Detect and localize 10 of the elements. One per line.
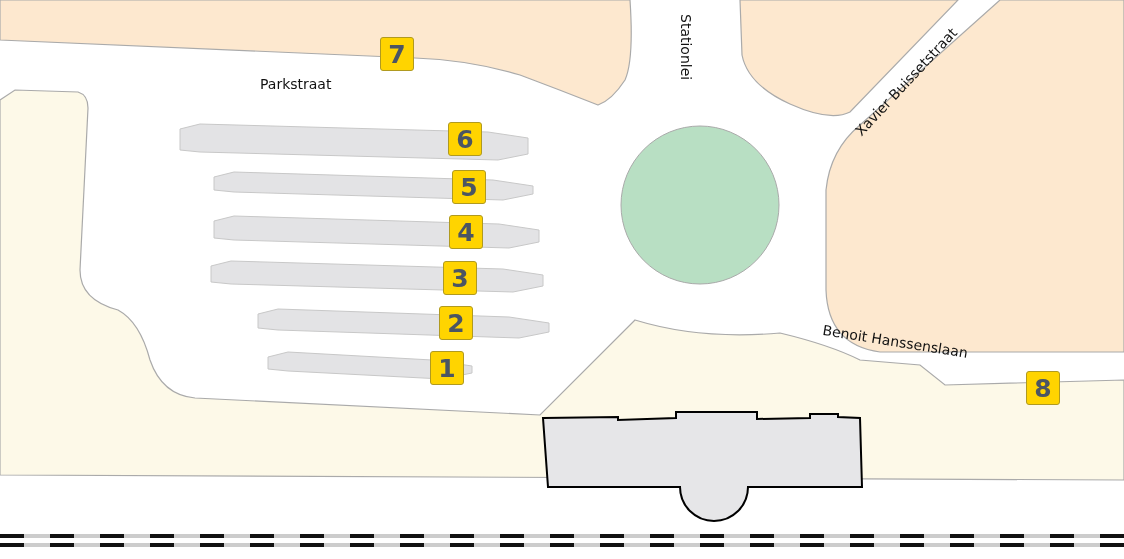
platform-number-sign: 8 [1026,371,1060,405]
street-name: Stationlei [678,14,694,81]
platform-number-sign: 2 [439,306,473,340]
platform-number-sign: 4 [449,215,483,249]
platform-number-sign: 5 [452,170,486,204]
street-name: Parkstraat [260,76,332,92]
platform-number-sign: 6 [448,122,482,156]
platform-number-sign: 3 [443,261,477,295]
platform-number-sign: 1 [430,351,464,385]
platform-number-sign: 7 [380,37,414,71]
